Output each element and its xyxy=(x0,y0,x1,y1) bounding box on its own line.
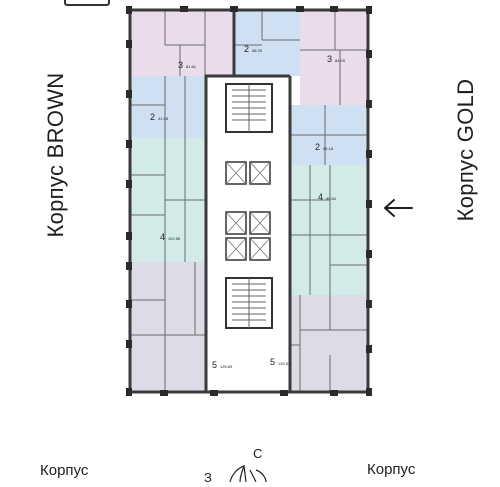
apt-area: 58.25 xyxy=(252,48,263,53)
zone-pink-top-right xyxy=(300,10,368,105)
apt-rooms: 4 xyxy=(160,232,165,242)
elevator-shaft-1 xyxy=(225,161,247,185)
apt-area: 130.51 xyxy=(278,361,291,366)
elevator-shaft-3 xyxy=(225,211,247,235)
zone-teal-right xyxy=(290,165,368,295)
elevator-shaft-5 xyxy=(225,237,247,261)
apt-area: 126.69 xyxy=(220,364,233,369)
bottom-right-building-label: Корпус xyxy=(367,461,416,478)
apt-area: 41.98 xyxy=(158,116,169,121)
columns xyxy=(126,6,372,396)
apartment-labels: 3 81.61 2 58.25 3 84.09 2 41.98 2 55.18 … xyxy=(150,44,346,370)
elevator-shaft-6 xyxy=(249,237,271,261)
direction-arrow-icon xyxy=(382,198,414,218)
apt-rooms: 5 xyxy=(270,357,275,367)
compass-icon xyxy=(216,452,276,483)
logo-frame xyxy=(64,0,110,6)
apt-area: 95.84 xyxy=(326,196,337,201)
apt-rooms: 3 xyxy=(178,60,183,70)
bottom-left-building-label: Корпус xyxy=(40,462,89,479)
zone-pink-top-left xyxy=(130,10,234,76)
apt-rooms: 4 xyxy=(318,192,323,202)
apt-rooms: 5 xyxy=(212,360,217,370)
compass-north-label: С xyxy=(253,446,263,461)
elevator-shaft-4 xyxy=(249,211,271,235)
apt-area: 81.61 xyxy=(186,64,197,69)
apt-rooms: 2 xyxy=(244,44,249,54)
apt-rooms: 3 xyxy=(327,54,332,64)
apt-area: 102.56 xyxy=(168,236,181,241)
compass-west-label: З xyxy=(204,470,212,485)
apt-area: 84.09 xyxy=(335,58,346,63)
apt-area: 55.18 xyxy=(323,146,334,151)
apt-rooms: 2 xyxy=(150,112,155,122)
core-area xyxy=(206,76,290,392)
building-label-brown: Корпус BROWN xyxy=(43,72,68,238)
building-label-gold: Корпус GOLD xyxy=(453,78,478,222)
building-core xyxy=(206,76,290,392)
zone-blue-left xyxy=(130,76,206,138)
apt-rooms: 2 xyxy=(315,142,320,152)
elevator-shaft-2 xyxy=(249,161,271,185)
room-partitions xyxy=(130,10,368,392)
zone-blue-top-center xyxy=(234,10,300,76)
